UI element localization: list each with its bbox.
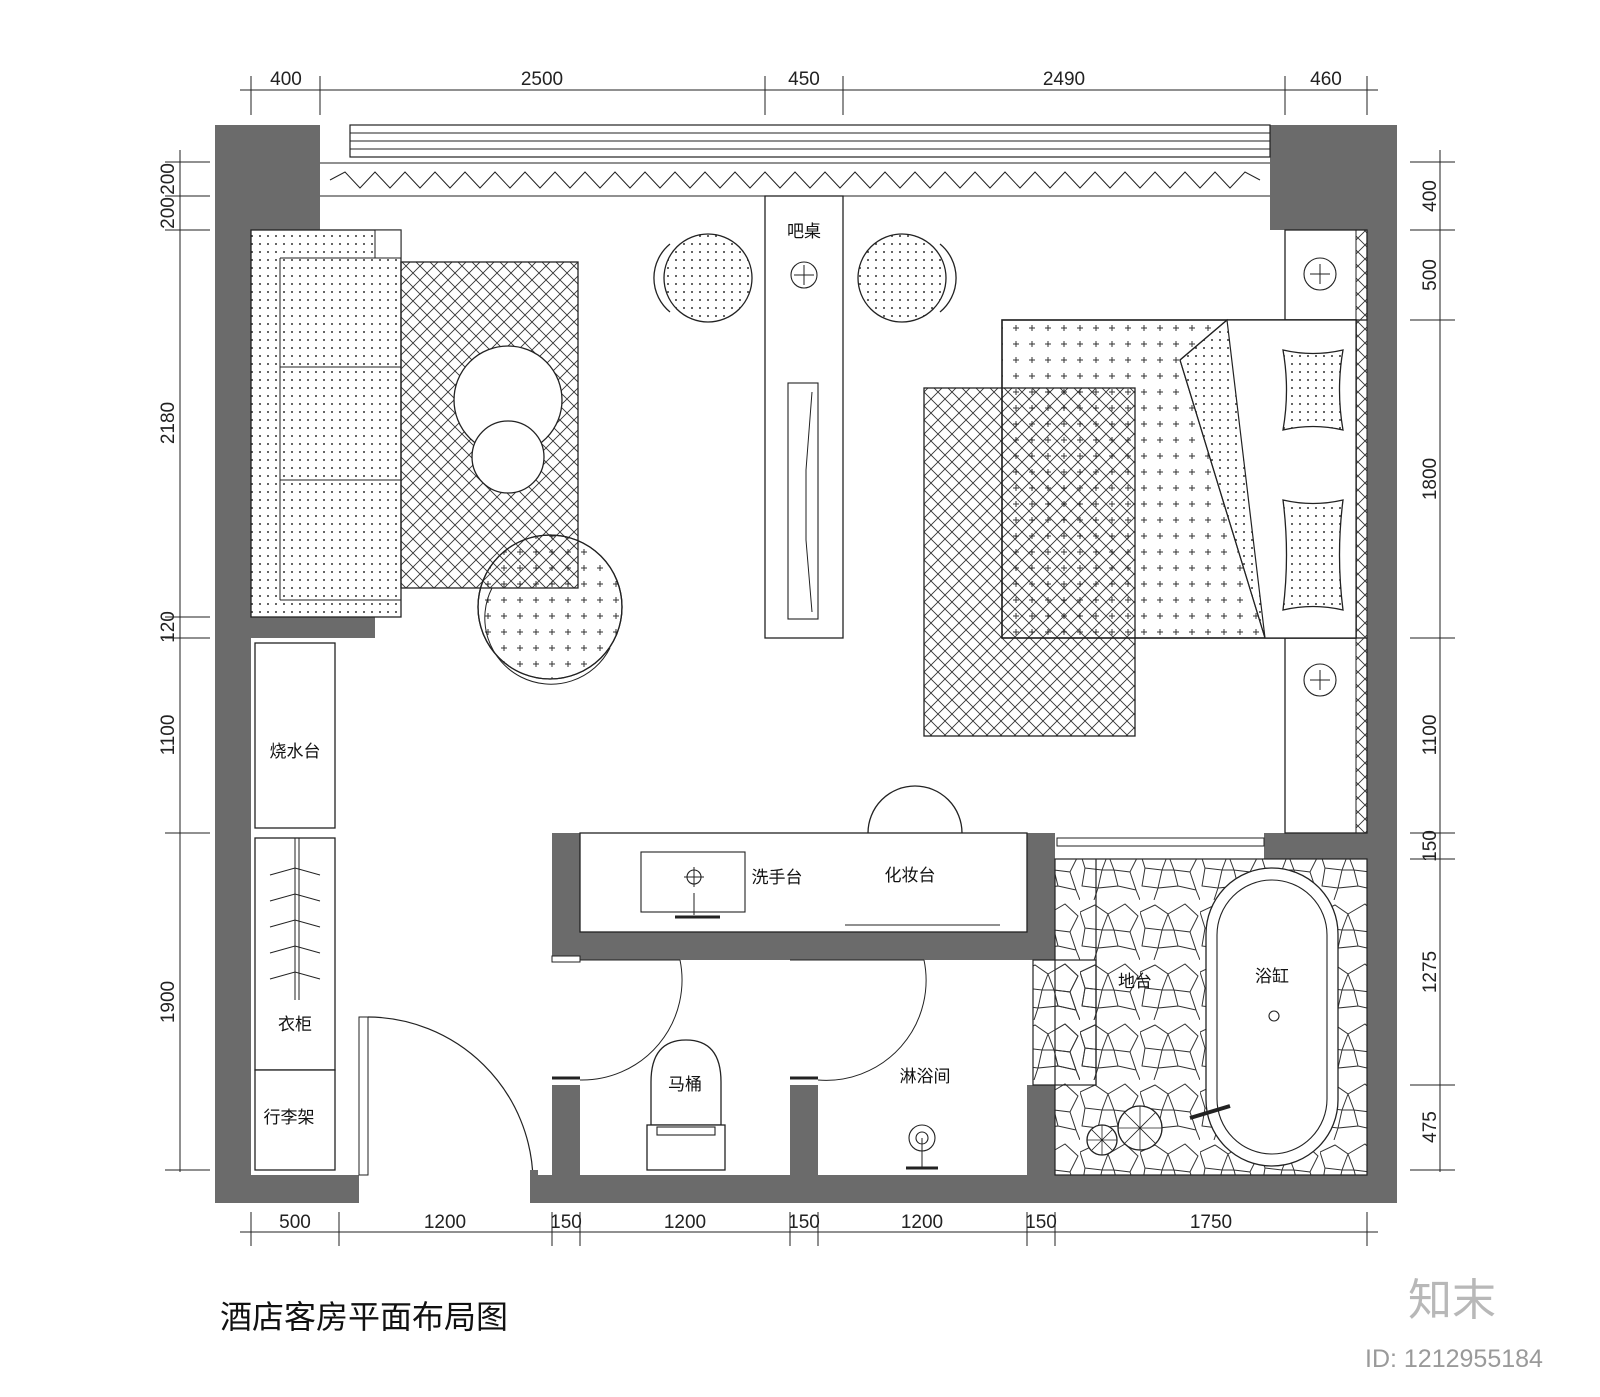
right-dim-3: 1800: [1420, 458, 1441, 500]
walls: [215, 125, 1397, 1203]
left-dimension-line: 200 200 2180 120 1100 1900: [158, 150, 210, 1172]
bathroom-sliding-door: [1056, 837, 1265, 847]
label-kettle-counter: 烧水台: [270, 742, 321, 762]
shower-valve: [906, 1124, 938, 1170]
top-dim-1: 400: [270, 69, 302, 90]
bottom-dim-6: 1200: [901, 1212, 943, 1233]
top-dim-4: 2490: [1043, 69, 1085, 90]
right-dim-1: 400: [1420, 180, 1441, 212]
bottom-dim-7: 150: [1025, 1212, 1057, 1233]
entry-door: [358, 1016, 538, 1203]
sofa: [250, 229, 402, 618]
top-dim-2: 2500: [521, 69, 563, 90]
wardrobe: [254, 837, 336, 1071]
bottom-dimension-line: 500 1200 150 1200 150 1200 150 1750: [240, 1212, 1378, 1246]
kettle-counter: [254, 642, 336, 829]
label-bar-table: 吧桌: [787, 222, 821, 242]
window-curtain: [320, 124, 1271, 197]
vanity-stool: [867, 785, 963, 834]
left-dim-2: 200: [158, 197, 179, 229]
watermark: 知末 ID: 1212955184: [1365, 1275, 1543, 1373]
label-floor-platform: 地台: [1118, 972, 1152, 992]
pillow-bottom: [1282, 499, 1344, 611]
bar-stool-right: [857, 233, 957, 323]
bathtub: [1189, 867, 1339, 1167]
bottom-dim-3: 150: [550, 1212, 582, 1233]
luggage-rack: [254, 1069, 336, 1171]
label-vanity: 化妆台: [885, 866, 936, 886]
top-dim-3: 450: [788, 69, 820, 90]
vanity-counter: [579, 832, 1028, 933]
right-dimension-line: 400 500 1800 1100 150 1275 475: [1410, 150, 1455, 1172]
top-dimension-line: 400 2500 450 2490 460: [240, 69, 1378, 115]
potted-plant: [1086, 1105, 1163, 1156]
toilet: [646, 1039, 726, 1171]
top-dim-5: 460: [1310, 69, 1342, 90]
lounge-chair: [477, 534, 623, 685]
right-dim-6: 1275: [1420, 951, 1441, 993]
watermark-brand: 知末: [1408, 1275, 1496, 1326]
label-toilet: 马桶: [668, 1075, 702, 1095]
nightstand-bottom: [1284, 637, 1368, 834]
left-dim-5: 1100: [158, 715, 179, 756]
coffee-table: [453, 345, 563, 494]
headboard-wall-panel: [1355, 229, 1368, 834]
shower-door: [790, 959, 927, 1081]
bottom-dim-5: 150: [788, 1212, 820, 1233]
nightstand-top: [1284, 229, 1368, 321]
bottom-dim-8: 1750: [1190, 1212, 1232, 1233]
right-dim-5: 150: [1420, 830, 1441, 862]
label-shower: 淋浴间: [900, 1067, 951, 1087]
bottom-dim-4: 1200: [664, 1212, 706, 1233]
pillow-top: [1282, 349, 1344, 431]
bar-table: [764, 195, 844, 639]
label-washbasin: 洗手台: [752, 868, 803, 888]
bottom-dim-1: 500: [279, 1212, 311, 1233]
bar-stool-left: [653, 233, 753, 323]
label-luggage-rack: 行李架: [264, 1108, 315, 1128]
right-dim-2: 500: [1420, 259, 1441, 291]
left-dim-3: 2180: [158, 402, 179, 444]
watermark-id: ID: 1212955184: [1365, 1345, 1543, 1373]
plan-title: 酒店客房平面布局图: [220, 1298, 508, 1336]
right-dim-4: 1100: [1420, 715, 1441, 756]
left-dim-1: 200: [158, 163, 179, 195]
label-bathtub: 浴缸: [1255, 966, 1289, 987]
bottom-dim-2: 1200: [424, 1212, 466, 1233]
left-dim-6: 1900: [158, 981, 179, 1023]
right-dim-7: 475: [1420, 1111, 1441, 1143]
toilet-door: [551, 955, 683, 1081]
label-wardrobe: 衣柜: [278, 1015, 312, 1035]
left-dim-4: 120: [158, 611, 179, 643]
